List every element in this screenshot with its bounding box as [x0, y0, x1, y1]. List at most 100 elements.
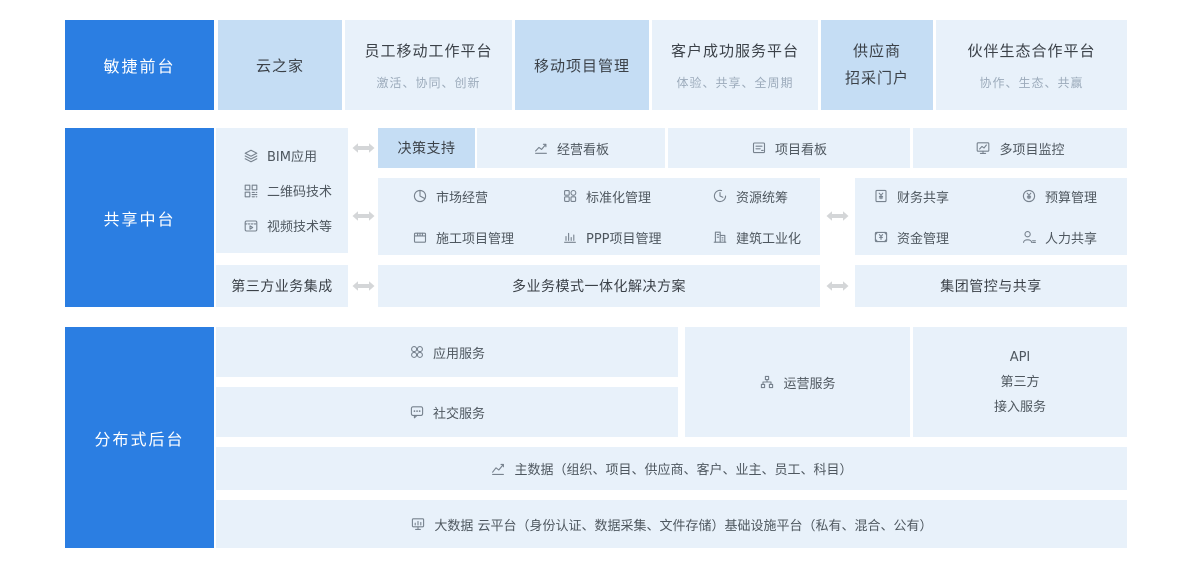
- pie-chart-icon: [413, 189, 427, 203]
- item-construction-project-mgmt: 施工项目管理: [412, 228, 562, 247]
- item-label: 多项目监控: [999, 142, 1065, 158]
- chat-icon: [410, 406, 424, 419]
- box-social-service: 社交服务: [216, 387, 678, 437]
- item-label: 大数据 云平台（身份认证、数据采集、文件存储）基础设施平台（私有、混合、公有）: [434, 518, 933, 534]
- finance-book-icon: [875, 189, 887, 203]
- item-operation-board: 经营看板: [533, 139, 609, 158]
- box-mobile-project-mgmt: 移动项目管理: [515, 20, 649, 110]
- box-group-control-sharing: 集团管控与共享: [855, 265, 1127, 307]
- box-tech-stack: BIM应用 二维码技术 视频技术等: [216, 128, 348, 253]
- item-label: 应用服务: [432, 346, 485, 362]
- layer-label: 敏捷前台: [103, 57, 176, 76]
- item-label: 资源统筹: [736, 190, 789, 206]
- item-label: 项目看板: [774, 142, 827, 158]
- item-label: BIM应用: [267, 150, 317, 165]
- box-supplier-portal: 供应商 招采门户: [821, 20, 933, 110]
- box-ops-service: 运营服务: [685, 327, 910, 437]
- band-label: 多业务模式一体化解决方案: [512, 279, 686, 295]
- api-line: 第三方: [1000, 374, 1040, 390]
- double-arrow-icon: [352, 210, 375, 222]
- item-treasury-mgmt: 资金管理: [873, 228, 1021, 247]
- item-social-service: 社交服务: [409, 403, 485, 422]
- item-label: 资金管理: [897, 231, 950, 247]
- item-ops-service: 运营服务: [759, 373, 836, 392]
- box-partner-ecosystem: 伙伴生态合作平台 协作、生态、共赢: [936, 20, 1127, 110]
- box-operation-board: 经营看板: [477, 128, 665, 168]
- box-yunzhijia: 云之家: [218, 20, 342, 110]
- box-customer-success-platform: 客户成功服务平台 体验、共享、全周期: [652, 20, 818, 110]
- box-subtitle: 协作、生态、共赢: [979, 75, 1084, 90]
- item-master-data: 主数据（组织、项目、供应商、客户、业主、员工、科目）: [490, 459, 853, 478]
- clock-icon: [713, 189, 727, 203]
- box-title-line2: 招采门户: [844, 69, 909, 87]
- item-video-tech: 视频技术等: [243, 216, 332, 235]
- item-label: PPP项目管理: [586, 231, 662, 247]
- box-title: 伙伴生态合作平台: [967, 41, 1096, 60]
- item-label: 预算管理: [1045, 190, 1098, 206]
- double-arrow-icon: [826, 210, 849, 222]
- item-label: 运营服务: [783, 376, 836, 392]
- item-market-operation: 市场经营: [412, 187, 562, 206]
- band-label: 第三方业务集成: [231, 279, 333, 295]
- box-finance-group: 财务共享 预算管理 资金管理 人力共享: [855, 178, 1127, 255]
- item-finance-sharing: 财务共享: [873, 187, 1021, 206]
- api-line: API: [1009, 349, 1031, 365]
- box-subtitle: 体验、共享、全周期: [676, 75, 794, 90]
- bar-chart-icon: [564, 232, 576, 243]
- box-title: 云之家: [255, 56, 304, 75]
- box-big-data: 大数据 云平台（身份认证、数据采集、文件存储）基础设施平台（私有、混合、公有）: [216, 500, 1127, 548]
- layers-icon: [244, 149, 258, 162]
- box-title: 移动项目管理: [533, 56, 630, 75]
- item-label: 经营看板: [556, 142, 609, 158]
- item-label: 人力共享: [1045, 231, 1098, 247]
- app-grid-icon: [411, 346, 423, 358]
- construction-icon: [413, 232, 427, 243]
- band-label: 集团管控与共享: [940, 279, 1042, 295]
- item-standardization-mgmt: 标准化管理: [562, 187, 712, 206]
- label-agile-frontdesk: 敏捷前台: [65, 20, 214, 110]
- item-ppp-project-mgmt: PPP项目管理: [562, 228, 712, 247]
- item-qrcode-tech: 二维码技术: [243, 181, 332, 200]
- item-multi-project-monitor: 多项目监控: [975, 139, 1065, 158]
- item-resource-planning: 资源统筹: [712, 187, 820, 206]
- item-budget-mgmt: 预算管理: [1021, 187, 1127, 206]
- qrcode-icon: [244, 184, 258, 197]
- cash-icon: [874, 231, 888, 243]
- components-icon: [564, 189, 577, 202]
- item-label: 主数据（组织、项目、供应商、客户、业主、员工、科目）: [514, 463, 853, 478]
- item-label: 市场经营: [436, 190, 489, 206]
- box-project-board: 项目看板: [668, 128, 910, 168]
- api-line: 接入服务: [993, 399, 1046, 415]
- double-arrow-icon: [352, 142, 375, 154]
- double-arrow-icon: [352, 280, 375, 292]
- item-label: 财务共享: [897, 190, 950, 206]
- trend-chart-icon: [535, 143, 547, 154]
- board-icon: [752, 142, 766, 154]
- item-label: 标准化管理: [586, 190, 652, 206]
- yen-circle-icon: [1022, 189, 1036, 203]
- item-bim-apps: BIM应用: [243, 146, 317, 165]
- factory-icon: [713, 231, 727, 243]
- item-app-service: 应用服务: [409, 343, 485, 362]
- label-distributed-backend: 分布式后台: [65, 327, 214, 548]
- layer-label: 分布式后台: [94, 429, 185, 449]
- box-decision-support: 决策支持: [378, 128, 475, 168]
- item-label: 建筑工业化: [736, 231, 802, 247]
- box-multi-project-monitor: 多项目监控: [913, 128, 1127, 168]
- band-label: 决策支持: [397, 141, 456, 157]
- box-business-group: 市场经营 标准化管理 资源统筹 施工项目管理 PPP项目管理: [378, 178, 820, 255]
- box-subtitle: 激活、协同、创新: [376, 75, 481, 90]
- item-hr-sharing: 人力共享: [1021, 228, 1127, 247]
- double-arrow-icon: [826, 280, 849, 292]
- item-big-data: 大数据 云平台（身份认证、数据采集、文件存储）基础设施平台（私有、混合、公有）: [410, 515, 933, 534]
- item-label: 二维码技术: [267, 185, 333, 200]
- box-staff-mobile-platform: 员工移动工作平台 激活、协同、创新: [345, 20, 512, 110]
- layer-label: 共享中台: [103, 209, 176, 229]
- item-building-industrialization: 建筑工业化: [712, 228, 820, 247]
- box-title: 客户成功服务平台: [670, 41, 799, 60]
- network-icon: [761, 375, 774, 389]
- item-label: 社交服务: [432, 406, 485, 422]
- video-icon: [244, 219, 258, 232]
- box-api-service: API 第三方 接入服务: [913, 327, 1127, 437]
